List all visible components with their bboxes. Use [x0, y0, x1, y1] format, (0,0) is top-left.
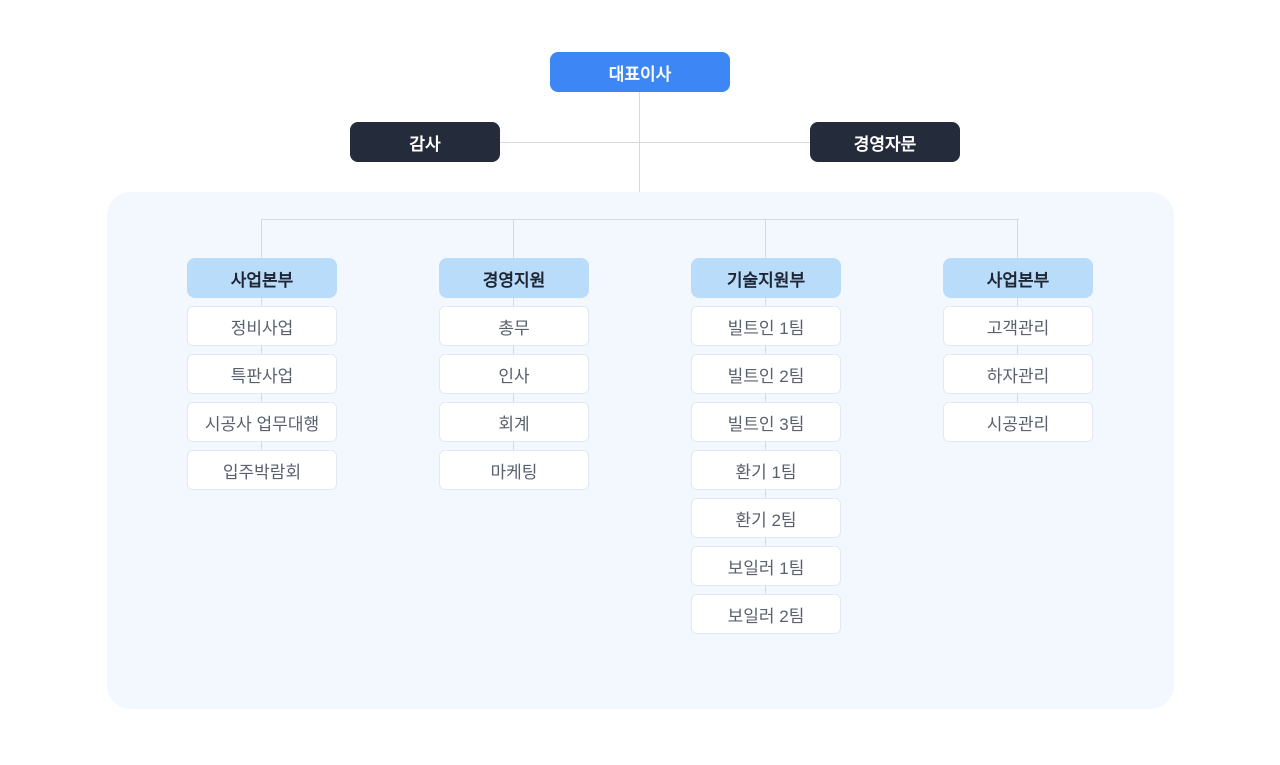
advisors-horizontal-connector: [500, 142, 810, 143]
team-box: 하자관리: [943, 354, 1093, 394]
department-header: 사업본부: [187, 258, 337, 298]
team-box: 총무: [439, 306, 589, 346]
team-box: 인사: [439, 354, 589, 394]
team-box: 정비사업: [187, 306, 337, 346]
team-box: 고객관리: [943, 306, 1093, 346]
team-box: 회계: [439, 402, 589, 442]
team-box: 시공사 업무대행: [187, 402, 337, 442]
team-box: 빌트인 3팀: [691, 402, 841, 442]
advisor-label: 감사: [409, 134, 441, 154]
ceo-label: 대표이사: [608, 64, 672, 84]
team-box: 보일러 1팀: [691, 546, 841, 586]
department-header: 기술지원부: [691, 258, 841, 298]
ceo-vertical-connector: [639, 92, 640, 219]
team-box: 입주박람회: [187, 450, 337, 490]
ceo-box: 대표이사: [550, 52, 730, 92]
advisor-label: 경영자문: [853, 134, 917, 154]
department-header: 경영지원: [439, 258, 589, 298]
department-header: 사업본부: [943, 258, 1093, 298]
team-box: 환기 2팀: [691, 498, 841, 538]
team-box: 빌트인 2팀: [691, 354, 841, 394]
team-box: 마케팅: [439, 450, 589, 490]
team-box: 시공관리: [943, 402, 1093, 442]
team-box: 특판사업: [187, 354, 337, 394]
advisor-box-audit: 감사: [350, 122, 500, 162]
departments-horizontal-connector: [262, 219, 1019, 220]
team-box: 환기 1팀: [691, 450, 841, 490]
advisor-box-consulting: 경영자문: [810, 122, 960, 162]
team-box: 빌트인 1팀: [691, 306, 841, 346]
team-box: 보일러 2팀: [691, 594, 841, 634]
